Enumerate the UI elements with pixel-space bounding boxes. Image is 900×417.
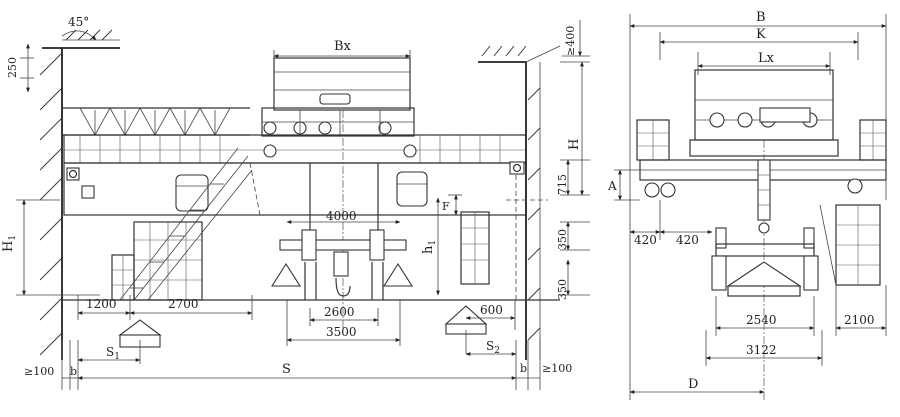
dim-ge400-label: ≥400	[564, 26, 577, 56]
left-hook-marker	[118, 319, 162, 336]
operator-cab	[175, 171, 428, 212]
s-total-label: S	[282, 362, 291, 377]
side-trolley	[689, 69, 839, 157]
main-elevation-view: 45° 250	[1, 15, 590, 390]
s2-label: S2	[486, 339, 500, 356]
dim-1200-label: 1200	[86, 297, 117, 311]
dim-420-left-label: 420	[634, 233, 657, 247]
dim-ge100-right-label: ≥100	[542, 362, 572, 375]
d-label: D	[688, 377, 698, 392]
side-elevation-view: B K Lx	[607, 10, 887, 400]
dim-2100-label: 2100	[844, 313, 875, 327]
side-stack	[819, 204, 881, 286]
left-end-truck	[66, 167, 80, 181]
dim-2700-label: 2700	[168, 297, 199, 311]
roof-truss	[62, 107, 250, 136]
h1-lower-label: h1	[421, 240, 438, 254]
left-wall	[39, 29, 120, 360]
dim-715-label: 715	[556, 174, 569, 195]
bridge-girder	[63, 134, 527, 216]
bx-label: Bx	[334, 39, 352, 54]
dim-3500-label: 3500	[326, 325, 357, 339]
dim-4000-label: 4000	[326, 209, 357, 223]
hoist-spreader	[270, 110, 414, 330]
b-right-label: b	[520, 362, 527, 375]
dim-ge100-left-label: ≥100	[24, 365, 54, 378]
dim-250-label: 250	[6, 57, 19, 78]
side-spreader	[711, 140, 819, 400]
lx-label: Lx	[758, 51, 775, 66]
right-end-truck	[509, 161, 525, 175]
dim-350-bottom-label: 350	[556, 279, 569, 300]
dim-2540-label: 2540	[746, 313, 777, 327]
dim-2600-label: 2600	[324, 305, 355, 319]
f-label: F	[442, 200, 450, 213]
right-wall	[478, 45, 561, 360]
stair-ladder	[119, 147, 253, 301]
h1-upper-label: H1	[1, 235, 18, 252]
right-stack	[460, 211, 490, 285]
dim-3122-label: 3122	[746, 343, 777, 357]
dim-600-label: 600	[480, 303, 503, 317]
k-label: K	[756, 27, 766, 42]
angle-45-label: 45°	[68, 15, 89, 29]
trolley	[261, 57, 417, 158]
b-total-label: B	[756, 10, 766, 25]
a-label: A	[607, 179, 617, 193]
b-left-label: b	[70, 365, 77, 378]
h-label: H	[567, 139, 582, 150]
dim-420-right-label: 420	[676, 233, 699, 247]
dim-350-top-label: 350	[556, 229, 569, 250]
s1-label: S1	[106, 345, 120, 362]
